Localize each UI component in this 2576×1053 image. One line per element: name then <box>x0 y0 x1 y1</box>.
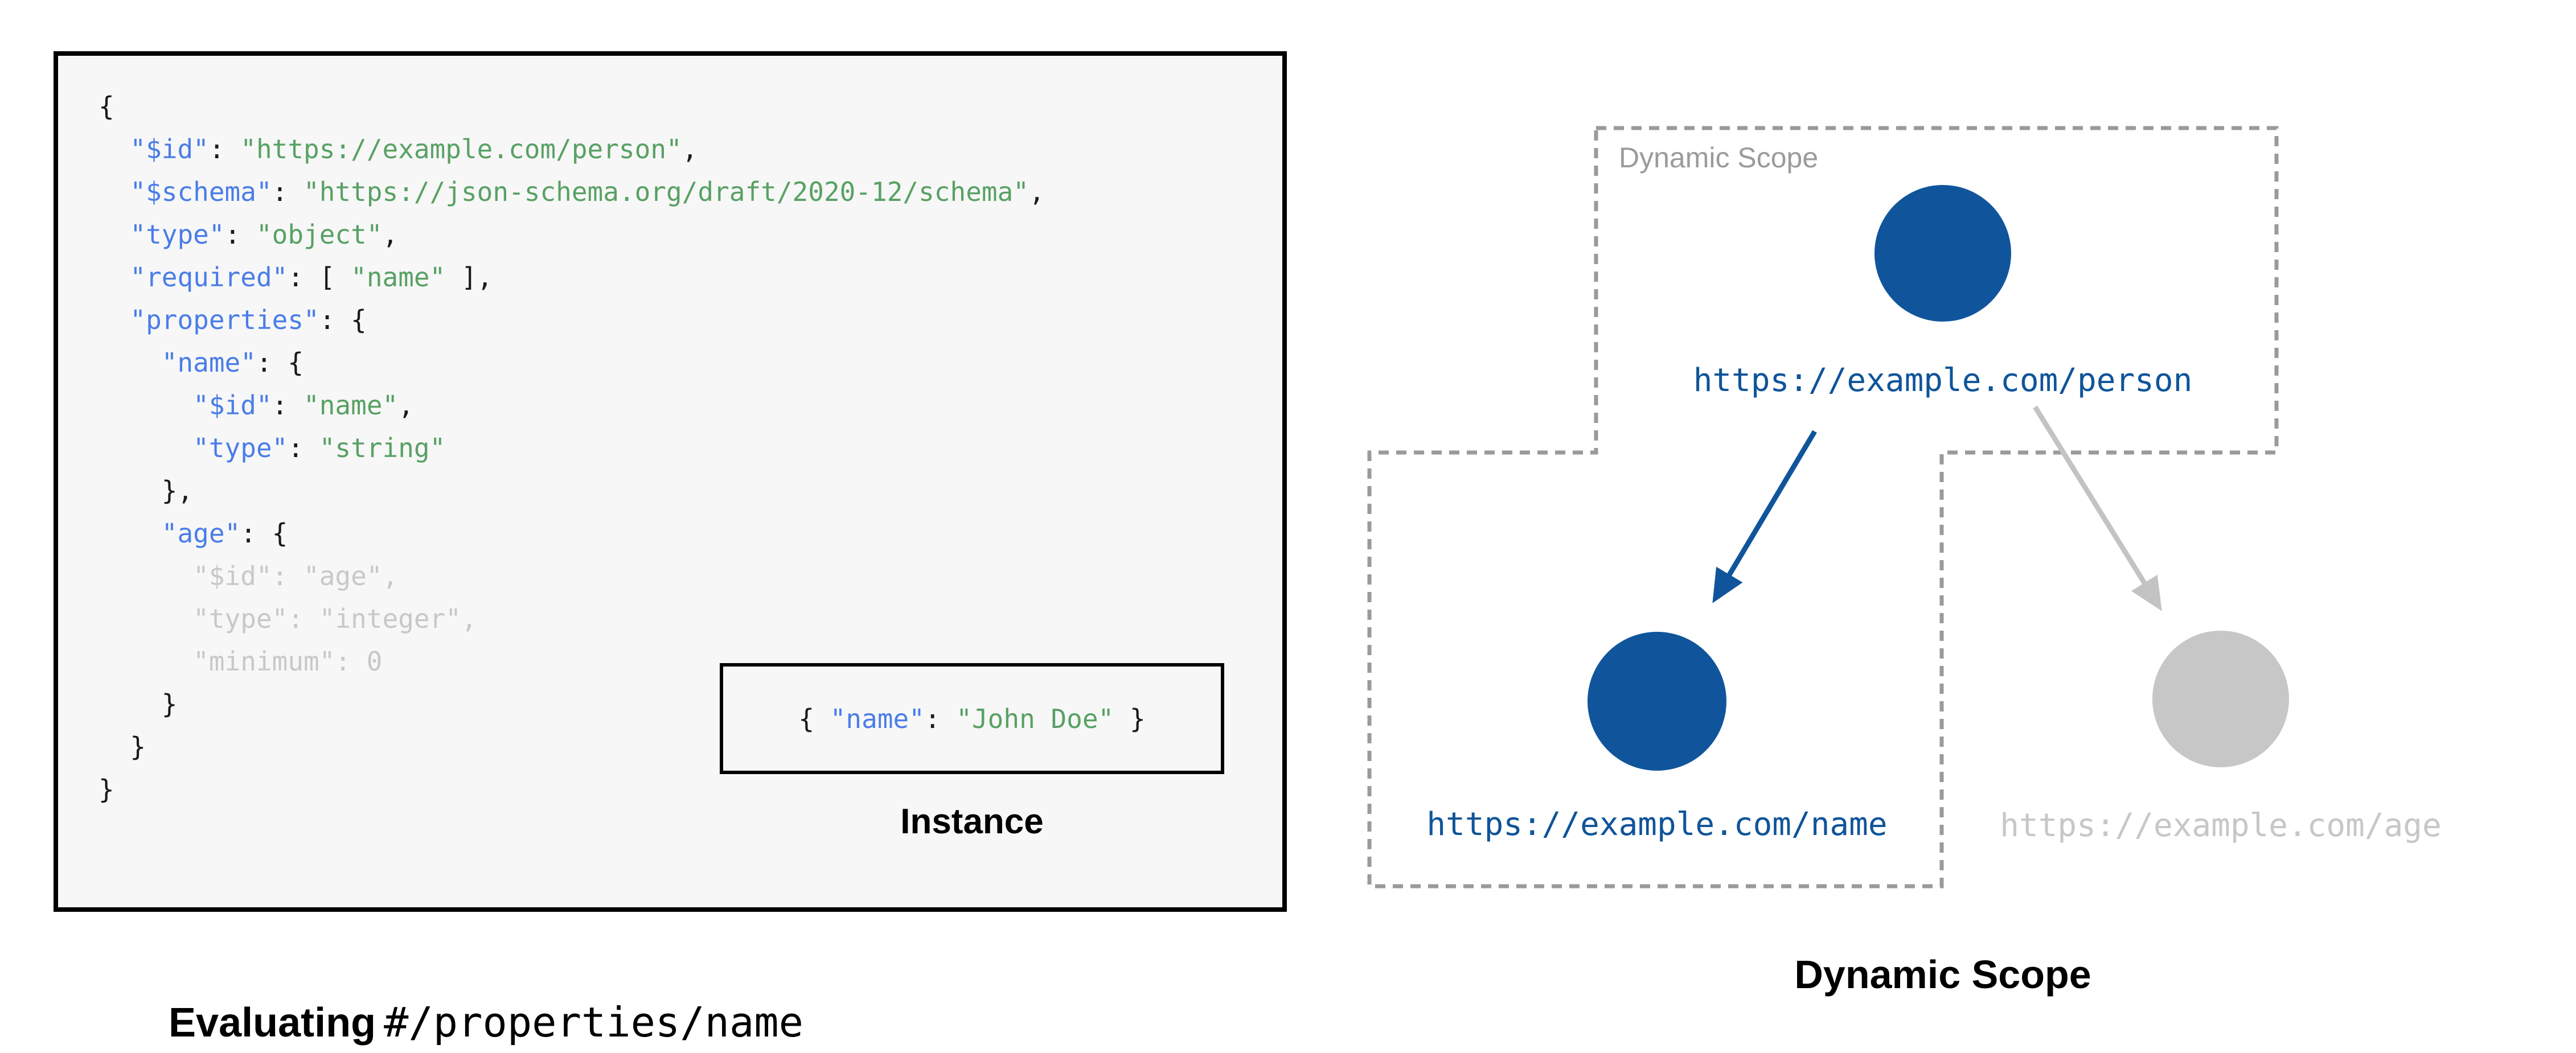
person-node-url: https://example.com/person <box>1693 362 2193 399</box>
age-node <box>2152 631 2289 767</box>
schema-code: { "$id": "https://example.com/person", "… <box>99 91 1045 805</box>
instance-label: Instance <box>900 802 1044 841</box>
instance-code: { "name": "John Doe" } <box>798 703 1146 734</box>
name-node <box>1588 632 1726 771</box>
age-node-url: https://example.com/age <box>2000 807 2442 844</box>
evaluating-caption-bold: Evaluating <box>169 1000 376 1046</box>
evaluating-caption-pointer: #/properties/name <box>384 998 804 1046</box>
dynamic-scope-border <box>1367 126 2279 889</box>
instance-box: { "name": "John Doe" } <box>720 663 1224 774</box>
dynamic-scope-caption: Dynamic Scope <box>1794 952 2091 997</box>
arrow-person-to-age <box>2033 405 2162 611</box>
name-node-url: https://example.com/name <box>1426 806 1888 843</box>
schema-code-panel: { "$id": "https://example.com/person", "… <box>54 51 1287 912</box>
person-node <box>1874 185 2011 322</box>
arrow-person-to-name <box>1712 430 1817 603</box>
dynamic-scope-inner-label: Dynamic Scope <box>1619 142 1819 174</box>
evaluating-caption: Evaluating#/properties/name <box>123 952 803 1053</box>
